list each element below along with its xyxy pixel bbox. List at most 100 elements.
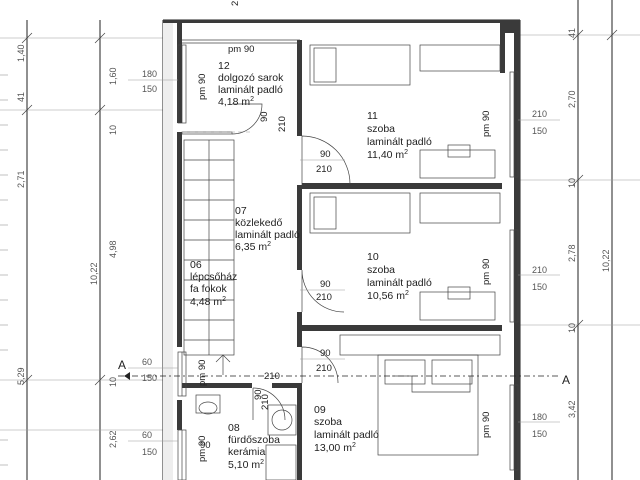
room-name: szoba [367, 123, 395, 135]
door-label-210: 210 [277, 116, 288, 132]
right-window-3-height: 150 [532, 429, 547, 439]
right-window-3-width: 180 [532, 412, 547, 422]
door-label-210: 210 [316, 292, 332, 303]
room-label-06: 06 lépcsőház fa fokok 4,48 m2 [190, 259, 237, 308]
door-label-90: 90 [200, 440, 211, 451]
area-unit-exponent: 2 [352, 442, 356, 449]
pm-label: pm 90 [197, 74, 208, 100]
top-dim-2: 2 [230, 1, 241, 6]
window-dimension-labels: 180 150 60 150 60 150 210 150 210 150 18… [128, 69, 560, 457]
door-label-90: 90 [320, 279, 331, 290]
room-area: 5,10 m [228, 459, 260, 471]
section-line: A A [118, 358, 570, 393]
section-marker-right: A [562, 373, 570, 387]
pm-labels: pm 90 pm 90 pm 90 pm 90 pm 90 pm 90 pm 9… [197, 44, 492, 462]
right-dim-total: 10,22 [601, 249, 611, 272]
svg-text:6,35 m2: 6,35 m2 [235, 241, 271, 253]
area-unit-exponent: 2 [260, 459, 264, 466]
room-number: 07 [235, 205, 247, 217]
svg-text:5,10 m2: 5,10 m2 [228, 459, 264, 471]
windows [177, 44, 519, 480]
room-label-12: 12 dolgozó sarok laminált padló 4,18 m2 [218, 60, 284, 108]
room-floor: laminált padló [235, 229, 300, 241]
door-label-210: 210 [264, 371, 280, 382]
door-label-210: 210 [316, 363, 332, 374]
left-window-3-width: 60 [142, 430, 152, 440]
room-area: 10,56 m [367, 290, 405, 302]
svg-text:11,40 m2: 11,40 m2 [367, 149, 408, 161]
room-label-10: 10 szoba laminált padló 10,56 m2 [367, 251, 432, 302]
left-dim-10-small: 10 [108, 125, 118, 135]
room-name: dolgozó sarok [218, 72, 284, 84]
right-dim-10-a: 10 [567, 178, 577, 188]
door-label-90: 90 [320, 348, 331, 359]
area-unit-exponent: 2 [404, 149, 408, 156]
right-window-2-width: 210 [532, 265, 547, 275]
area-unit-exponent: 2 [222, 296, 226, 303]
furniture [195, 44, 501, 480]
room-name: lépcsőház [190, 271, 237, 283]
right-dim-2-78: 2,78 [567, 244, 577, 262]
room-area: 11,40 m [367, 149, 404, 161]
svg-text:13,00 m2: 13,00 m2 [314, 442, 356, 454]
left-dim-1-40: 1,40 [16, 44, 26, 62]
svg-text:4,48 m2: 4,48 m2 [190, 296, 226, 308]
door-label-90: 90 [320, 149, 331, 160]
room-floor: laminált padló [218, 84, 283, 96]
room-floor: laminált padló [367, 136, 432, 148]
room-name: szoba [314, 416, 342, 428]
right-dim-10-b: 10 [567, 323, 577, 333]
right-dim-3-42: 3,42 [567, 400, 577, 418]
room-area: 6,35 m [235, 241, 267, 253]
pm-label: pm 90 [481, 111, 492, 137]
section-marker-left: A [118, 358, 126, 372]
pm-label: pm 90 [197, 360, 208, 386]
room-number: 10 [367, 251, 379, 263]
left-window-3-height: 150 [142, 447, 157, 457]
left-window-2-height: 150 [142, 373, 157, 383]
right-dim-41: 41 [567, 28, 577, 38]
door-label-90: 90 [259, 111, 270, 122]
room-number: 06 [190, 259, 202, 271]
pm-label: pm 90 [481, 412, 492, 438]
right-dim-2-70: 2,70 [567, 90, 577, 108]
pm-label: pm 90 [197, 436, 208, 462]
left-window-2-width: 60 [142, 357, 152, 367]
door-label-210: 210 [260, 394, 271, 410]
left-dim-4-98: 4,98 [108, 240, 118, 258]
right-window-2-height: 150 [532, 282, 547, 292]
doors [231, 103, 351, 421]
door-label-210: 210 [316, 164, 332, 175]
area-unit-exponent: 2 [250, 96, 254, 103]
left-dim-41: 41 [16, 92, 26, 102]
right-window-1-height: 150 [532, 126, 547, 136]
left-dim-10-22: 10,22 [89, 262, 99, 285]
room-area: 13,00 m [314, 442, 352, 454]
door-label-90: 90 [253, 389, 264, 400]
pm-label: pm 90 [481, 259, 492, 285]
room-area: 4,48 m [190, 296, 222, 308]
interior-walls [181, 39, 502, 480]
room-label-07: 07 közlekedő laminált padló 6,35 m2 [235, 205, 300, 253]
right-dimension-chain: 41 2,70 10 2,78 10 3,42 10,22 [520, 0, 640, 480]
svg-text:4,18 m2: 4,18 m2 [218, 96, 254, 108]
left-dim-10: 10 [108, 377, 118, 387]
left-dim-1-60: 1,60 [108, 67, 118, 85]
room-name: közlekedő [235, 217, 282, 229]
room-number: 09 [314, 404, 326, 416]
room-name: szoba [367, 264, 395, 276]
staircase [182, 131, 250, 375]
door-size-labels: 90 210 90 210 90 210 90 210 90 210 2 [230, 1, 345, 410]
pm-label: pm 90 [228, 44, 254, 55]
left-window-1-height: 150 [142, 84, 157, 94]
room-label-09: 09 szoba laminált padló 13,00 m2 [314, 404, 379, 454]
right-window-1-width: 210 [532, 109, 547, 119]
room-area: 4,18 m [218, 96, 250, 108]
room-number: 11 [367, 110, 378, 122]
left-dimension-chain: 1,40 1,60 41 2,71 4,98 10,22 5,29 10 2,6… [0, 20, 170, 480]
room-name: fürdőszoba [228, 434, 280, 446]
left-dim-5-29: 5,29 [16, 367, 26, 385]
left-dim-2-62: 2,62 [108, 430, 118, 448]
room-number: 12 [218, 60, 230, 72]
